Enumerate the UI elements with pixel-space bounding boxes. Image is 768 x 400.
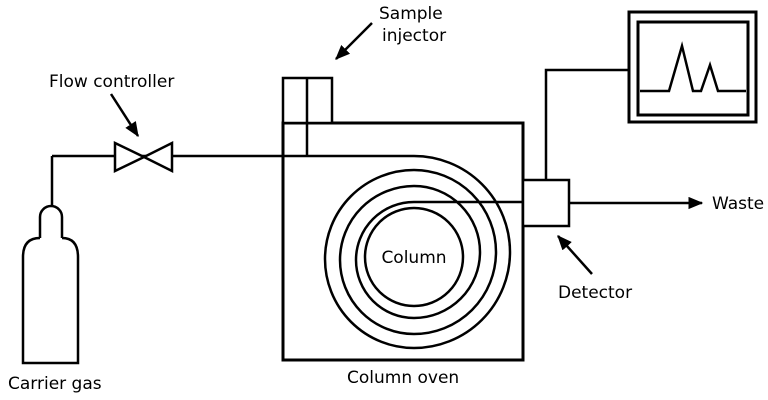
- flow-controller-label: Flow controller: [49, 72, 174, 92]
- column-coil: [52, 154, 523, 350]
- chromatogram-trace: [640, 41, 746, 93]
- column-label: Column: [381, 248, 446, 268]
- valve-right-triangle: [141, 140, 174, 174]
- display-monitor: [627, 10, 758, 124]
- sample-injector-label-line2: injector: [382, 26, 446, 46]
- sample-injector-pointer-arrow: [335, 22, 373, 60]
- detector-signal-wire: [544, 68, 629, 180]
- detector-pointer-arrow: [557, 235, 593, 275]
- carrier-gas-label: Carrier gas: [8, 374, 102, 394]
- column-coil-center-circle: [363, 206, 465, 308]
- gas-cylinder-neck: [38, 204, 64, 238]
- detector-label: Detector: [558, 283, 632, 303]
- flow-controller-valve: [113, 140, 174, 174]
- sample-injector-label-line1: Sample: [379, 4, 443, 24]
- column-oven-box: [281, 121, 525, 362]
- display-outer-frame: [627, 10, 758, 124]
- valve-left-triangle: [113, 141, 147, 173]
- detector-box: [521, 178, 571, 228]
- column-oven-label: Column oven: [347, 368, 459, 388]
- waste-label: Waste: [712, 194, 764, 214]
- gas-cylinder-body: [21, 236, 80, 365]
- flow-controller-pointer-arrow: [109, 93, 140, 138]
- display-screen: [636, 20, 750, 117]
